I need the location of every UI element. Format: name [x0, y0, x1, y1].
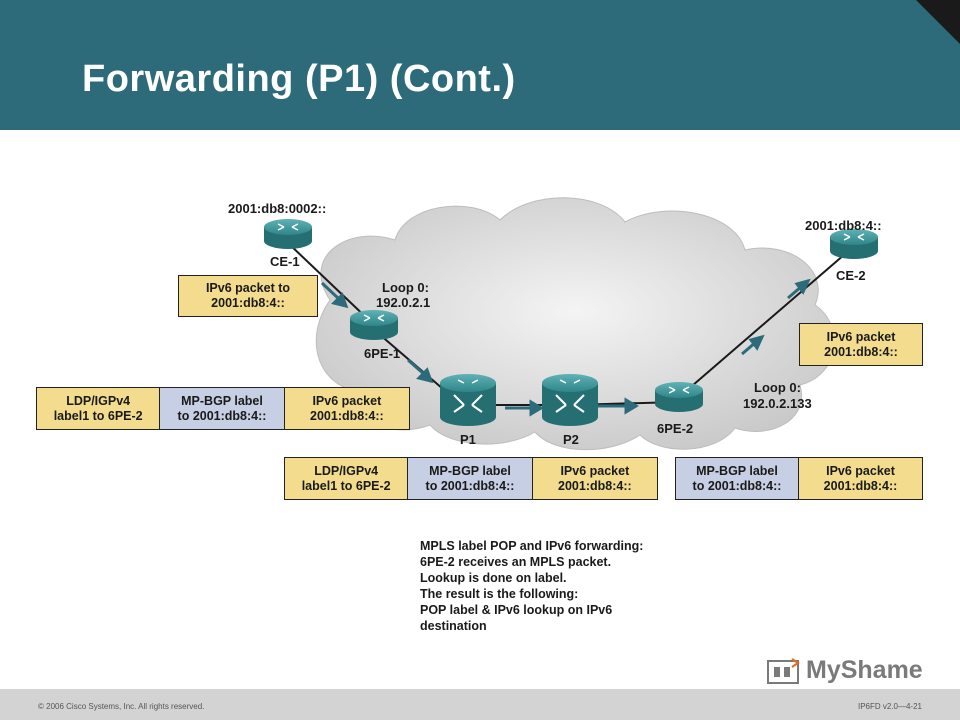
segment-line: MP-BGP label	[696, 463, 778, 478]
lsr-icon-p2	[542, 374, 598, 426]
pe1-label: 6PE-1	[364, 346, 401, 361]
p2-label: P2	[563, 432, 579, 447]
note-line: Lookup is done on label.	[420, 571, 567, 585]
packet-line: 2001:db8:4::	[824, 344, 898, 359]
logo-text: MyShame	[806, 656, 923, 684]
ce2-address: 2001:db8:4::	[805, 218, 882, 233]
packet-line: IPv6 packet to	[205, 281, 291, 295]
note-line: 6PE-2 receives an MPLS packet.	[420, 555, 612, 569]
segment-line: MP-BGP label	[429, 463, 511, 478]
segment-line: 2001:db8:4::	[310, 408, 384, 423]
footer-copyright: © 2006 Cisco Systems, Inc. All rights re…	[38, 702, 205, 711]
segment-line: LDP/IGPv4	[66, 393, 131, 408]
router-icon-ce1	[264, 219, 312, 249]
myshame-logo	[767, 658, 800, 684]
segment-line: 2001:db8:4::	[823, 478, 898, 493]
footer-bar	[0, 689, 960, 720]
packet-line: 2001:db8:4::	[211, 296, 285, 310]
pe2-loop-address: 192.0.2.133	[743, 396, 812, 411]
explanation-note: MPLS label POP and IPv6 forwarding: 6PE-…	[420, 538, 643, 634]
router-icon-ce2	[830, 229, 878, 259]
note-line: The result is the following:	[420, 587, 579, 601]
packet-line: IPv6 packet	[826, 329, 896, 344]
ce1-label: CE-1	[270, 254, 300, 269]
segment-line: label1 to 6PE-2	[53, 408, 143, 423]
pe1-loop-address: 192.0.2.1	[376, 295, 431, 310]
note-line: MPLS label POP and IPv6 forwarding:	[420, 539, 644, 553]
link-ce1-pe1	[287, 242, 373, 324]
note-line: POP label & IPv6 lookup on IPv6	[420, 603, 613, 617]
note-line: destination	[420, 619, 487, 633]
link-pe2-ce2	[677, 247, 853, 399]
lsr-icon-p1	[440, 374, 496, 426]
p1-label: P1	[460, 432, 476, 447]
flow-arrow	[320, 278, 811, 417]
ce2-label: CE-2	[836, 268, 866, 283]
pe2-label: 6PE-2	[657, 421, 694, 436]
segment-line: MP-BGP label	[181, 393, 263, 408]
router-icon-pe1	[350, 310, 398, 340]
slide-title: Forwarding (P1) (Cont.)	[82, 58, 516, 100]
header-banner	[0, 0, 960, 130]
footer-course-code: IP6FD v2.0—4-21	[857, 702, 922, 711]
pe2-loop-title: Loop 0:	[754, 380, 801, 395]
segment-line: IPv6 packet	[826, 463, 895, 478]
router-icon-pe2	[655, 382, 703, 412]
segment-line: LDP/IGPv4	[314, 463, 379, 478]
pe1-loop-title: Loop 0:	[382, 280, 429, 295]
segment-line: IPv6 packet	[312, 393, 382, 408]
segment-line: IPv6 packet	[560, 463, 630, 478]
segment-line: 2001:db8:4::	[558, 478, 632, 493]
segment-line: to 2001:db8:4::	[425, 478, 515, 493]
segment-line: label1 to 6PE-2	[301, 478, 391, 493]
segment-line: to 2001:db8:4::	[177, 408, 267, 423]
ce1-address: 2001:db8:0002::	[228, 201, 327, 216]
segment-line: to 2001:db8:4::	[692, 478, 782, 493]
corner-mark	[916, 0, 960, 44]
